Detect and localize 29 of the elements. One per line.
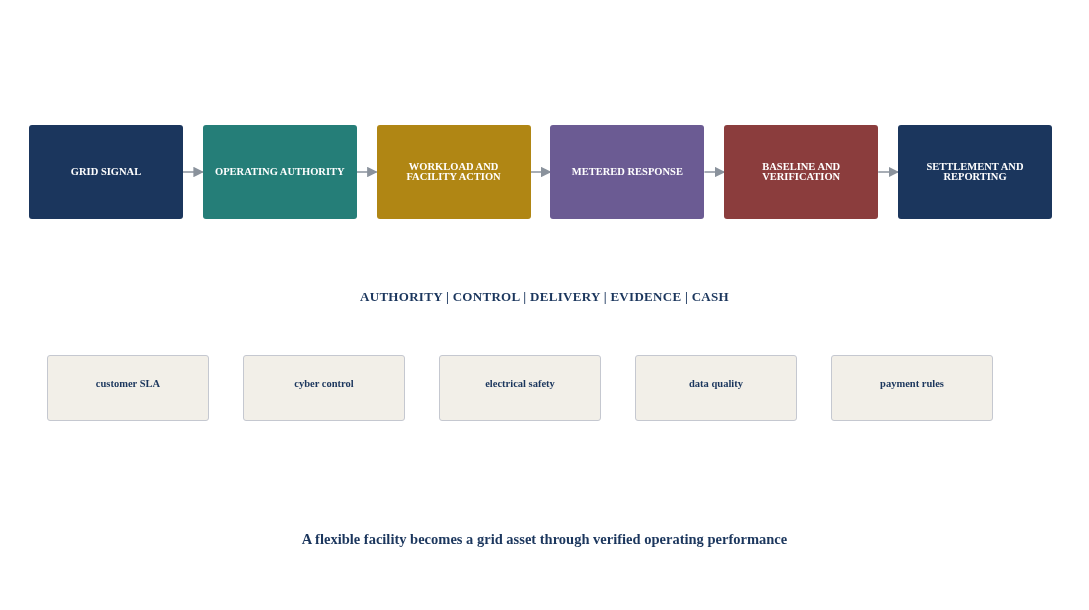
process-box bbox=[202, 125, 357, 219]
constraint-box bbox=[635, 355, 797, 421]
node-label: OPERATING AUTHORITY bbox=[214, 166, 346, 178]
node-label: data quality bbox=[689, 378, 743, 389]
arrow bbox=[877, 166, 900, 178]
node-label: METERED RESPONSE bbox=[570, 166, 684, 178]
arrow bbox=[529, 166, 552, 178]
node-label: payment rules bbox=[880, 378, 944, 389]
node-label: customer SLA bbox=[95, 378, 161, 389]
caption: A flexible facility becomes a grid asset through verified operating performance bbox=[300, 531, 789, 548]
node-label: GRID SIGNAL bbox=[69, 166, 143, 178]
pillar-label: AUTHORITY | CONTROL | DELIVERY | EVIDENCE | CASH bbox=[359, 289, 730, 305]
process-box bbox=[550, 125, 705, 219]
node-label: WORKLOAD AND FACILITY ACTION bbox=[405, 161, 502, 183]
node-label: SETTLEMENT AND REPORTING bbox=[925, 161, 1025, 183]
arrow bbox=[356, 166, 378, 178]
process-box bbox=[376, 125, 531, 219]
constraint-box bbox=[47, 355, 209, 421]
constraint-box bbox=[243, 355, 405, 421]
node-label: cyber control bbox=[294, 378, 354, 389]
arrow bbox=[182, 166, 204, 178]
constraint-box bbox=[439, 355, 601, 421]
node-label: electrical safety bbox=[485, 378, 555, 389]
arrow bbox=[703, 166, 726, 178]
process-box bbox=[898, 125, 1052, 219]
process-box bbox=[29, 125, 183, 219]
constraint-box bbox=[831, 355, 993, 421]
process-box bbox=[724, 125, 879, 219]
node-label: BASELINE AND VERIFICATION bbox=[761, 161, 842, 183]
